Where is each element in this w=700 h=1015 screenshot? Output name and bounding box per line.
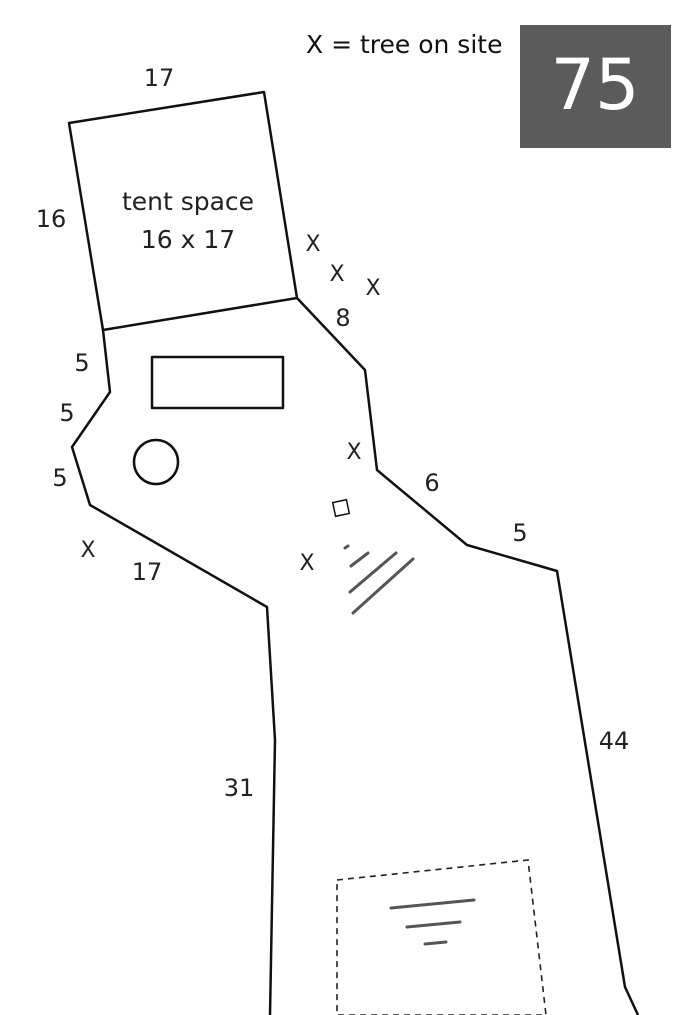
site-boundary-left bbox=[70, 329, 277, 1015]
dimension-left-middle: 5 bbox=[59, 399, 74, 427]
site-number: 75 bbox=[550, 44, 639, 126]
fire-ring bbox=[132, 438, 180, 486]
dimension-right-notch: 5 bbox=[512, 519, 527, 547]
site-post bbox=[331, 498, 351, 518]
legend-text: X = tree on site bbox=[306, 30, 502, 59]
picnic-table bbox=[150, 355, 285, 410]
tree-marker: X bbox=[346, 440, 361, 465]
pad-lines bbox=[389, 898, 476, 946]
tree-marker: X bbox=[80, 538, 95, 563]
tree-marker: X bbox=[299, 551, 314, 576]
site-number-badge bbox=[520, 25, 671, 148]
dimension-right-middle: 6 bbox=[424, 469, 439, 497]
dimension-left-long: 31 bbox=[224, 774, 255, 802]
tent-space-label: tent space bbox=[122, 187, 254, 216]
dimension-left-diagonal: 17 bbox=[132, 558, 163, 586]
dimension-tent-top: 17 bbox=[144, 64, 175, 92]
dimension-tent-left: 16 bbox=[36, 205, 67, 233]
dimension-right-upper: 8 bbox=[335, 304, 350, 332]
tree-marker: X bbox=[305, 232, 320, 257]
tree-marker: X bbox=[365, 276, 380, 301]
tent-space-size: 16 x 17 bbox=[141, 225, 235, 254]
dashed-pad bbox=[336, 859, 547, 1015]
tree-marker: X bbox=[329, 262, 344, 287]
dimension-left-lower: 5 bbox=[52, 464, 67, 492]
dimension-left-upper: 5 bbox=[74, 349, 89, 377]
site-boundary-right bbox=[296, 297, 640, 1015]
parking-hatch bbox=[343, 544, 415, 615]
dimension-right-long: 44 bbox=[599, 727, 630, 755]
